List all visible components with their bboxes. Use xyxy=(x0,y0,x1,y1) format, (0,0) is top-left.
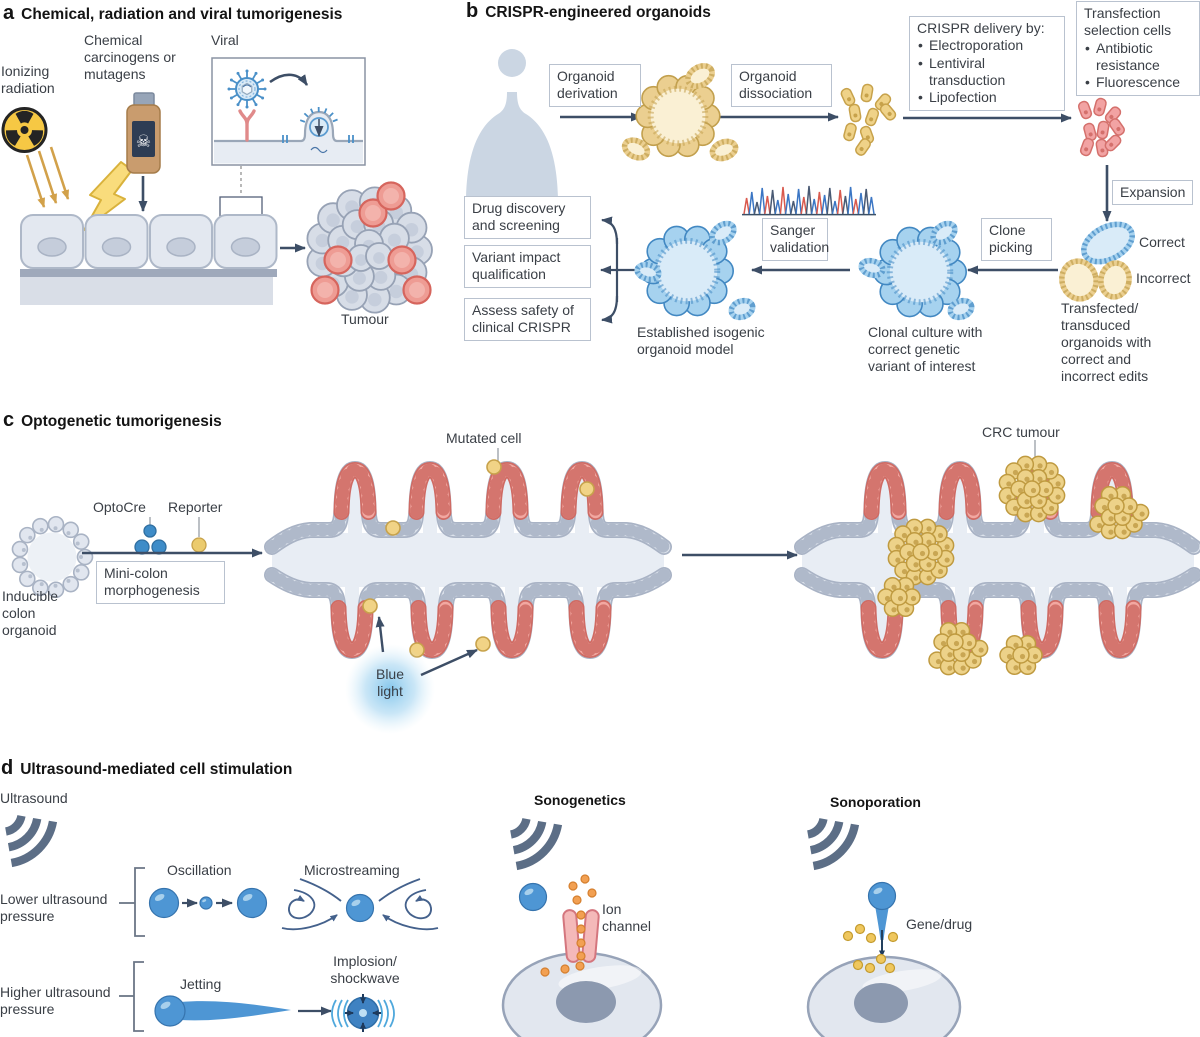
oscillation-illustration xyxy=(148,887,268,919)
epithelium-row xyxy=(20,214,278,305)
label-gene-drug: Gene/drug xyxy=(906,916,973,932)
label-lower-pressure: Lower ultrasound pressure xyxy=(0,891,108,925)
ion-channel-left xyxy=(562,909,581,963)
optocre-dots xyxy=(134,517,167,555)
radiation-icon xyxy=(1,107,48,153)
box-variant-impact: Variant impact qualification xyxy=(464,245,591,288)
label-clonal-culture: Clonal culture with correct genetic vari… xyxy=(868,324,983,375)
box-expansion: Expansion xyxy=(1112,180,1194,206)
minicolon-tumour xyxy=(794,455,1200,676)
microstreaming-illustration xyxy=(281,878,439,931)
ultrasound-wave-icon xyxy=(4,814,58,868)
panel-d-title: d Ultrasound-mediated cell stimulation xyxy=(1,757,293,779)
patient-silhouette xyxy=(466,49,558,198)
minicolon-initial xyxy=(264,459,672,660)
box-organoid-dissociation: Organoid dissociation xyxy=(731,64,832,107)
transfection-selection-title: Transfection selection cells xyxy=(1084,5,1172,39)
radiation-rays xyxy=(25,146,70,208)
reporter-dot xyxy=(191,517,207,553)
label-sonoporation: Sonoporation xyxy=(830,794,921,810)
label-ionizing-radiation: Ionizing radiation xyxy=(1,63,55,97)
implosion-illustration xyxy=(331,994,395,1032)
blue-light-glow xyxy=(345,616,478,734)
box-organoid-derivation: Organoid derivation xyxy=(549,64,641,107)
ion-channel-right xyxy=(581,909,600,963)
panel-a-arrows xyxy=(138,176,306,253)
panel-c-arrows xyxy=(82,440,1036,560)
crispr-item: Electroporation xyxy=(917,37,1057,55)
poison-bottle-icon: ☠ xyxy=(126,92,161,174)
sonoporation-illustration xyxy=(806,817,962,1037)
label-reporter: Reporter xyxy=(168,499,223,515)
label-higher-pressure: Higher ultrasound pressure xyxy=(0,984,111,1018)
selection-item: Antibiotic resistance xyxy=(1084,40,1192,75)
label-microstreaming: Microstreaming xyxy=(304,862,400,878)
jetting-illustration xyxy=(154,995,332,1027)
label-inducible-organoid: Inducible colon organoid xyxy=(2,588,59,639)
panel-b-letter: b xyxy=(466,0,479,22)
box-crispr-delivery: CRISPR delivery by: Electroporation Lent… xyxy=(909,16,1065,111)
panel-b-arrows xyxy=(560,112,1112,275)
label-optocre: OptoCre xyxy=(93,499,146,515)
box-clone-picking: Clone picking xyxy=(981,218,1052,261)
sanger-trace xyxy=(742,185,876,216)
label-ultrasound: Ultrasound xyxy=(0,790,68,806)
label-chemical-carcinogens: Chemical carcinogens or mutagens xyxy=(84,32,176,83)
organoid-yellow-parent xyxy=(621,63,739,162)
crispr-delivery-title: CRISPR delivery by: xyxy=(917,20,1045,36)
crispr-item: Lentiviral transduction xyxy=(917,55,1057,90)
panel-c-title: c Optogenetic tumorigenesis xyxy=(3,409,222,431)
label-jetting: Jetting xyxy=(180,976,222,992)
panel-b-title: b CRISPR-engineered organoids xyxy=(466,0,711,22)
tumour-illustration xyxy=(306,181,433,314)
transfected-cells xyxy=(1077,97,1125,158)
label-established-model: Established isogenic organoid model xyxy=(637,324,765,358)
outcome-bracket xyxy=(600,216,637,324)
label-sonogenetics: Sonogenetics xyxy=(534,792,626,808)
inducible-organoid xyxy=(11,515,94,599)
organoids-incorrect xyxy=(1059,258,1132,302)
label-mutated-cell: Mutated cell xyxy=(446,430,522,446)
organoid-clonal xyxy=(858,220,975,321)
label-blue-light: Blue light xyxy=(375,666,405,700)
label-implosion-shockwave: Implosion/ shockwave xyxy=(330,953,400,987)
box-drug-discovery: Drug discovery and screening xyxy=(464,196,591,239)
dissociated-cells xyxy=(840,83,897,156)
label-tumour: Tumour xyxy=(341,311,389,327)
box-transfection-selection: Transfection selection cells Antibiotic … xyxy=(1076,1,1200,96)
skull-icon: ☠ xyxy=(136,132,151,151)
label-ion-channel: Ion channel xyxy=(602,901,652,935)
crispr-item: Lipofection xyxy=(917,89,1057,107)
viral-inset xyxy=(211,57,366,230)
organoid-correct xyxy=(1081,221,1135,265)
label-viral: Viral xyxy=(211,32,239,48)
box-sanger-validation: Sanger validation xyxy=(762,218,829,261)
label-correct: Correct xyxy=(1139,234,1185,250)
label-transfected-organoids: Transfected/ transduced organoids with c… xyxy=(1061,300,1152,385)
pressure-brackets xyxy=(119,867,145,1032)
panel-d-letter: d xyxy=(1,757,14,779)
box-minicolon-morphogenesis: Mini-colon morphogenesis xyxy=(96,561,225,604)
label-crc-tumour: CRC tumour xyxy=(982,424,1060,440)
sonogenetics-illustration xyxy=(501,817,663,1037)
selection-item: Fluorescence xyxy=(1084,74,1192,92)
panel-c-letter: c xyxy=(3,409,15,431)
label-incorrect: Incorrect xyxy=(1136,270,1191,286)
box-assess-safety: Assess safety of clinical CRISPR xyxy=(464,298,591,341)
label-oscillation: Oscillation xyxy=(167,862,232,878)
organoid-established xyxy=(634,220,756,321)
panel-a-letter: a xyxy=(3,2,15,24)
panel-a-title: a Chemical, radiation and viral tumorige… xyxy=(3,2,343,24)
